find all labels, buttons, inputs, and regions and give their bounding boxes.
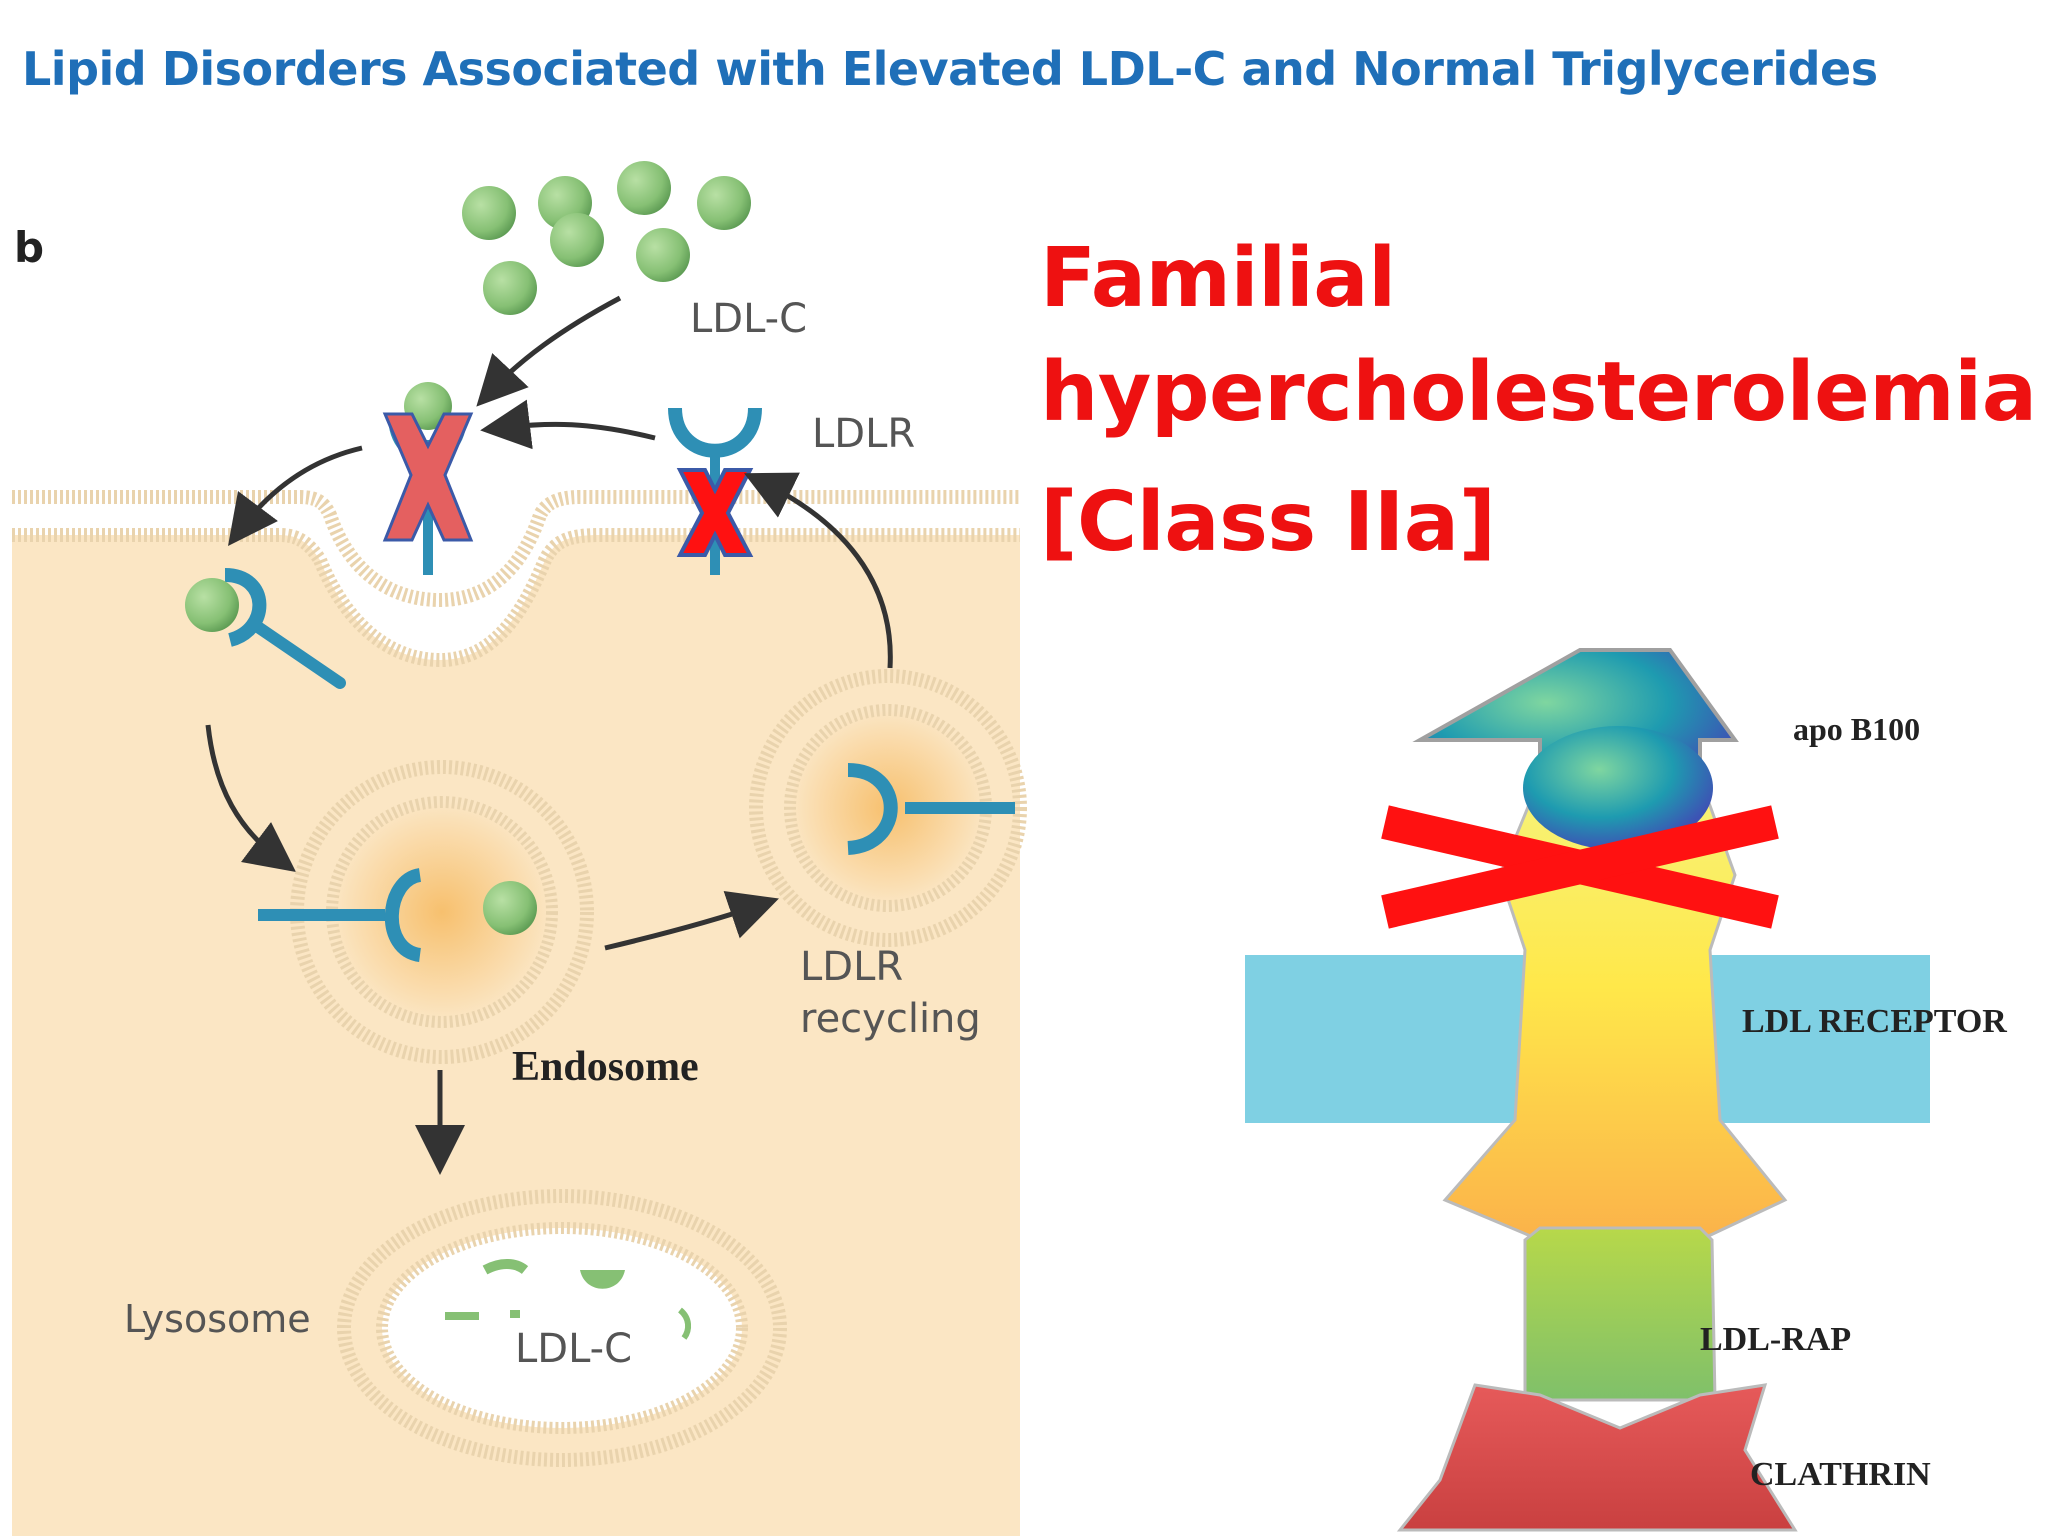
ldl-c-label: LDL-C (690, 296, 807, 342)
ldl-cycle-diagram: b LDL-C LDLR (12, 161, 1027, 1536)
endosome-label: Endosome (512, 1044, 699, 1090)
lysosome (337, 1189, 787, 1467)
apo-b100-sphere (1523, 726, 1713, 850)
heading-line-hypercholesterolemia: hypercholesterolemia (1040, 345, 2037, 440)
plasma-membrane-outer (12, 490, 1020, 608)
arrow-to-recycling (604, 890, 779, 951)
cell-cytoplasm (12, 535, 1020, 1536)
ldlr-recycling-label-line1: LDLR (800, 944, 903, 990)
apo-b100-defect-cross (1381, 805, 1779, 929)
panel-letter: b (14, 223, 44, 272)
lysosome-label: Lysosome (124, 1297, 311, 1341)
heading-line-familial: Familial (1040, 231, 1396, 326)
arrow-to-endosome (205, 724, 296, 873)
recycling-vesicle (749, 669, 1027, 947)
ldl-particle (462, 186, 516, 240)
ldl-rap-body (1523, 1226, 1717, 1402)
ldl-receptor-label: LDL RECEPTOR (1742, 1003, 2007, 1040)
apo-b100-label: apo B100 (1793, 711, 1920, 747)
ldl-particle (636, 228, 690, 282)
endosome (258, 760, 594, 1064)
ldl-particle (483, 261, 537, 315)
ldl-rap-label: LDL-RAP (1700, 1321, 1851, 1358)
disease-heading: Familial hypercholesterolemia [Class IIa… (1040, 222, 2037, 580)
receptor-defect-x-small (676, 468, 754, 557)
ldl-particle (617, 161, 671, 215)
internalising-receptor (185, 568, 346, 689)
ldl-particle (697, 176, 751, 230)
receptor-defect-x-large (382, 412, 474, 542)
arrow-to-coated-pit (227, 445, 363, 546)
heading-line-class: [Class IIa] (1040, 475, 1496, 570)
ldl-particle (550, 213, 604, 267)
slide-title: Lipid Disorders Associated with Elevated… (22, 42, 1878, 96)
lysosome-ldl-c-label: LDL-C (515, 1326, 632, 1372)
arrow-binding (476, 295, 622, 407)
arrow-ldlr-to-ldl (480, 399, 656, 450)
clathrin-body (1396, 1383, 1798, 1532)
ldlr-recycling-label-line2: recycling (800, 996, 981, 1042)
arrow-recycling-to-surface (744, 472, 893, 669)
clathrin-label: CLATHRIN (1750, 1456, 1931, 1493)
ldlr-label: LDLR (812, 411, 915, 457)
receptor-structure-diagram: apo B100 LDL RECEPTOR LDL-RAP CLATHRIN (1245, 648, 2007, 1532)
ldl-c-particles (462, 161, 751, 315)
